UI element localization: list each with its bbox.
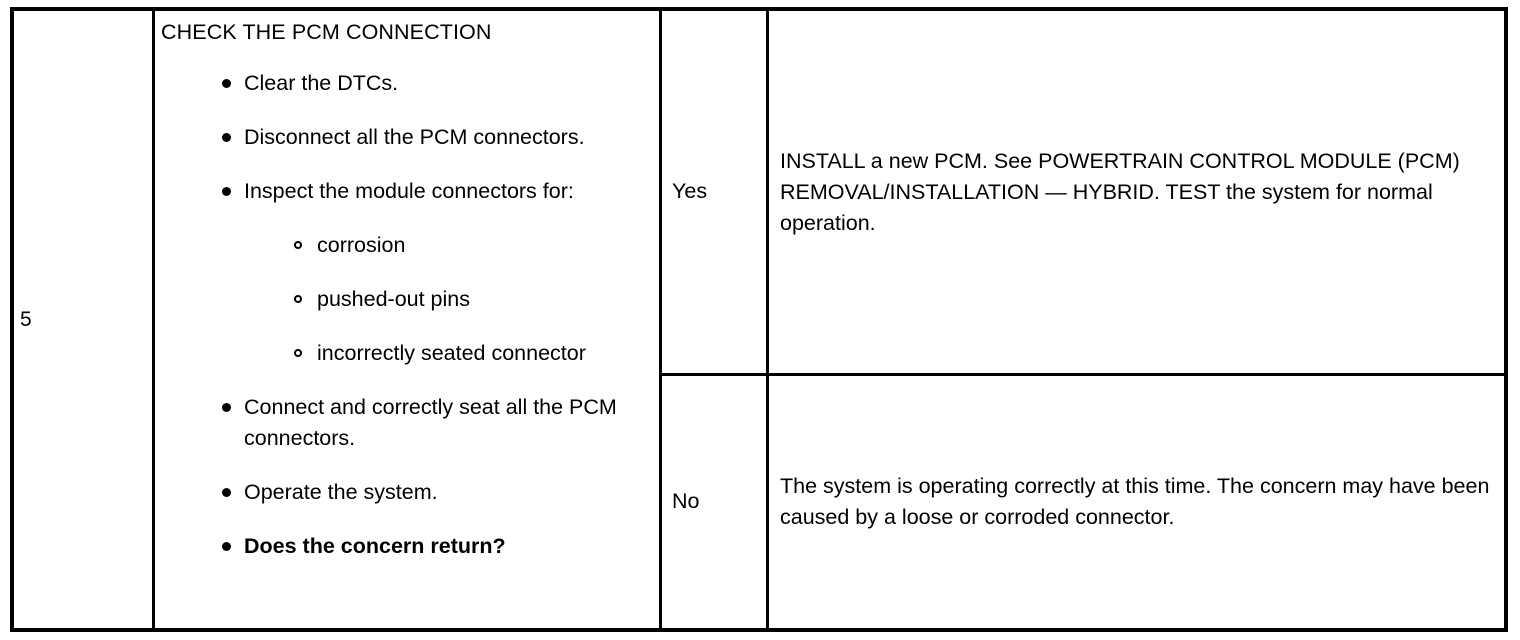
answer-cell-yes: Yes [662, 11, 766, 373]
bullet-dot-icon [222, 488, 231, 497]
action-bullet-list: Clear the DTCs. Disconnect all the PCM c… [161, 68, 653, 562]
step-number-cell: 5 [14, 11, 152, 628]
bullet-ring-icon [294, 295, 302, 303]
answer-label: No [672, 489, 700, 514]
bullet-text: Connect and correctly seat all the PCM c… [244, 395, 617, 450]
bullet-text: Does the concern return? [244, 534, 506, 558]
action-cell: CHECK THE PCM CONNECTION Clear the DTCs.… [155, 11, 659, 628]
answer-label: Yes [672, 179, 708, 204]
step-number-value: 5 [20, 308, 32, 331]
column-divider-step [152, 11, 155, 628]
list-item-question: Does the concern return? [161, 531, 653, 562]
action-title: CHECK THE PCM CONNECTION [161, 20, 492, 44]
bullet-dot-icon [222, 79, 231, 88]
list-item: Disconnect all the PCM connectors. [161, 122, 653, 153]
sub-bullet-text: incorrectly seated connector [317, 341, 586, 365]
bullet-dot-icon [222, 403, 231, 412]
result-text: The system is operating correctly at thi… [780, 474, 1490, 529]
result-text: INSTALL a new PCM. See POWERTRAIN CONTRO… [780, 148, 1460, 235]
bullet-dot-icon [222, 187, 231, 196]
bullet-dot-icon [222, 133, 231, 142]
list-item: Connect and correctly seat all the PCM c… [161, 392, 653, 454]
row-divider-yes-no [659, 373, 1504, 376]
bullet-ring-icon [294, 349, 302, 357]
bullet-text: Disconnect all the PCM connectors. [244, 125, 585, 149]
result-cell-yes: INSTALL a new PCM. See POWERTRAIN CONTRO… [769, 11, 1504, 373]
list-item: Operate the system. [161, 477, 653, 508]
sub-list-item: incorrectly seated connector [244, 338, 653, 369]
action-sub-bullet-list: corrosion pushed-out pins incorrectly se… [244, 230, 653, 369]
bullet-text: Operate the system. [244, 480, 438, 504]
sub-bullet-text: corrosion [317, 233, 406, 257]
sub-list-item: corrosion [244, 230, 653, 261]
bullet-dot-icon [222, 542, 231, 551]
answer-cell-no: No [662, 376, 766, 628]
column-divider-result [766, 11, 769, 628]
column-divider-answer [659, 11, 662, 628]
sub-list-item: pushed-out pins [244, 284, 653, 315]
diagnostic-step-table: 5 CHECK THE PCM CONNECTION Clear the DTC… [10, 7, 1508, 632]
bullet-ring-icon [294, 241, 302, 249]
sub-bullet-text: pushed-out pins [317, 287, 470, 311]
result-cell-no: The system is operating correctly at thi… [769, 376, 1504, 628]
bullet-text: Inspect the module connectors for: [244, 179, 574, 203]
list-item: Inspect the module connectors for: corro… [161, 176, 653, 369]
bullet-text: Clear the DTCs. [244, 71, 399, 95]
list-item: Clear the DTCs. [161, 68, 653, 99]
